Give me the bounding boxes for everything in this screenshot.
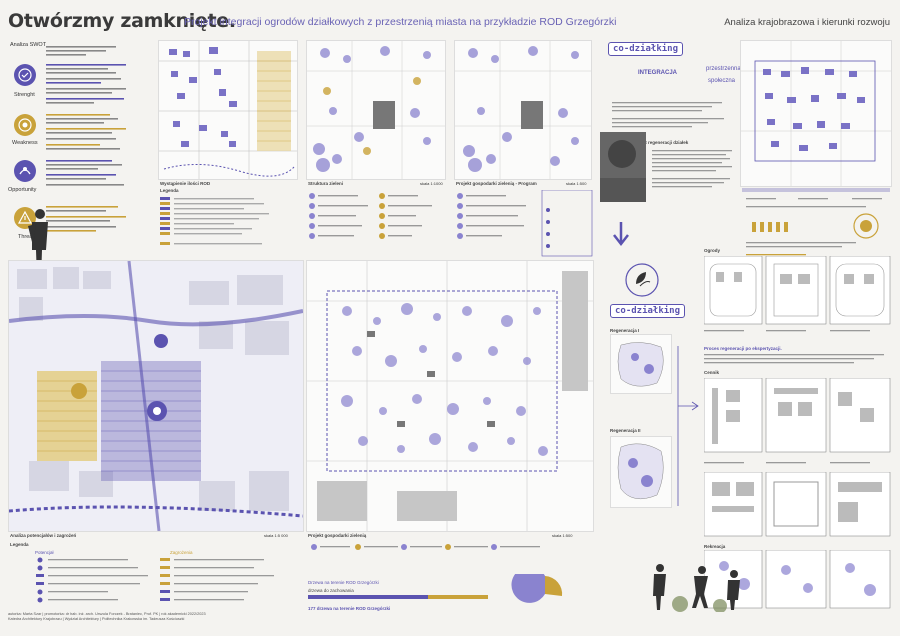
regeneracja-1-title: Regeneracja I (610, 328, 640, 333)
co-dzialking-logo: co-działking (608, 42, 684, 56)
drzewa-do-zachowania: drzewa do zachowania (308, 588, 354, 593)
opportunity-icon (14, 160, 36, 182)
proces-heading: Proces regeneracji po ekspertyzacji. (704, 346, 782, 351)
current-state-title: Wystąpienie ilości ROD (160, 181, 211, 186)
regeneracja-2-title: Regeneracja II (610, 428, 641, 433)
greenery-legend (309, 193, 432, 239)
green-project-scale: skala 1:500 (552, 533, 573, 538)
swot-text-block (46, 46, 126, 232)
legend-potential: Potencjał (35, 550, 54, 555)
regeneration-site-map (740, 40, 892, 187)
strength-icon (14, 64, 36, 86)
ogrody-heading: Ogrody (704, 248, 721, 253)
weakness-icon (14, 114, 36, 136)
proposal-scale: skala 1:500 (566, 181, 587, 186)
integracja-label: INTEGRACJA (638, 70, 678, 76)
gardener-figure (28, 209, 48, 280)
cennik-heading: Cennik (704, 370, 720, 375)
greenery-map (306, 40, 446, 180)
page-subtitle: Projekt integracji ogrodów działkowych z… (184, 16, 617, 28)
green-project-legend (311, 544, 540, 550)
process-arrows (677, 346, 699, 506)
legend-title-2: Legenda (10, 542, 29, 547)
potential-map (8, 260, 304, 532)
potential-scale: skala 1:5 000 (264, 533, 288, 538)
proposal-legend (457, 190, 593, 257)
concept-panel: co-działking INTEGRACJA przestrzenna spo… (598, 40, 741, 260)
spoleczna-label: społeczna (708, 78, 736, 84)
swot-threats-label: Threats (18, 234, 37, 240)
swot-section: Analiza SWOT Strenght Weakness Opportuni… (8, 42, 148, 257)
green-project-title: Projekt gospodarki zielenią (308, 533, 367, 538)
proposal-map (454, 40, 592, 180)
swot-heading: Analiza SWOT (10, 42, 47, 48)
current-state-legend: Legenda (160, 188, 300, 257)
swot-strength-label: Strenght (14, 92, 35, 98)
footer: autorka: Marta Szar | promotorka: dr hab… (8, 612, 206, 622)
proposal-title: Projekt gospodarki zielenią - Program (456, 181, 537, 186)
swot-opportunity-label: Opportunity (8, 187, 37, 193)
leaf-icon (625, 263, 659, 297)
greenery-scale: skala 1:1000 (420, 181, 443, 186)
drzewa-heading: Drzewa na terenie ROD Grzegórzki (308, 580, 379, 585)
page-title: Otwórzmy zamknięte. (8, 10, 236, 32)
drzewa-chart (511, 574, 563, 603)
green-project-map (306, 260, 594, 532)
figures-illustration (653, 564, 740, 612)
footer-institution: Katedra Architektury Krajobrazu | Wydzia… (8, 617, 185, 621)
potential-legend: Legenda Potencjał Zagrożenia (10, 542, 300, 603)
schemat-title: Schemat regeneracji działek (628, 140, 689, 145)
legend-title: Legenda (160, 188, 179, 193)
greenery-title: Struktura zieleni (308, 181, 344, 186)
drzewa-bar (308, 595, 488, 599)
rekreacja-heading: Rekreacja (704, 544, 726, 549)
percent-stats (742, 188, 890, 256)
garden-photo (600, 132, 646, 202)
footer-credits: autorka: Marta Szar | promotorka: dr hab… (8, 612, 206, 616)
swot-weakness-label: Weakness (12, 140, 38, 146)
plan-tiles-grid: Ogrody Proces regeneracji po ekspertyzac… (704, 248, 894, 613)
regeneracja-2-plan (610, 436, 672, 508)
threats-icon (14, 207, 36, 229)
legend-threats: Zagrożenia (170, 550, 193, 555)
current-state-map (158, 40, 298, 180)
drzewa-count: 177 drzewa na terenie ROD Grzegórzki (308, 606, 390, 611)
potential-title: Analiza potencjałów i zagrożeń (10, 533, 77, 538)
co-dzialking-logo-2: co-działking (610, 304, 686, 318)
regeneracja-1-plan (610, 334, 672, 394)
przestrzenna-label: przestrzenna (706, 66, 741, 72)
drzewa-count-value: 177 (308, 606, 316, 611)
section-title: Analiza krajobrazowa i kierunki rozwoju (724, 17, 890, 28)
drzewa-count-label: drzewa na terenie ROD Grzegórzki (316, 606, 391, 611)
